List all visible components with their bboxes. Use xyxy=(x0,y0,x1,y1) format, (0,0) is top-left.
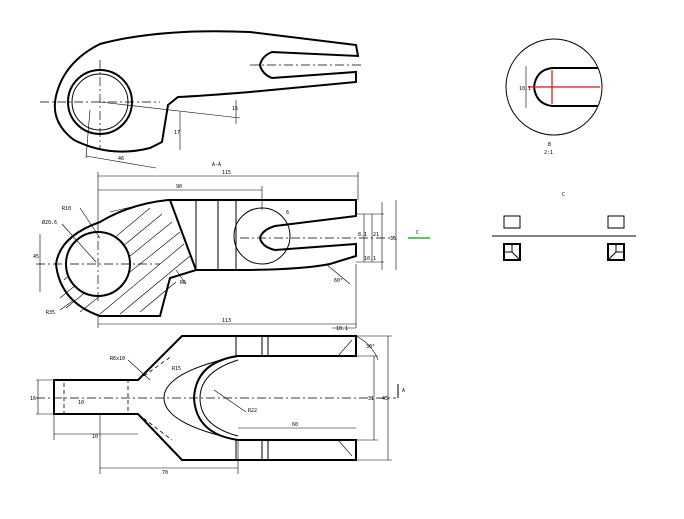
bottom-view-hidden-1 xyxy=(137,355,173,381)
detail-label: B xyxy=(548,142,551,148)
front-dim-phi: Ø20.6 xyxy=(42,219,57,226)
front-dim-small-b: 21 xyxy=(373,232,379,238)
front-dim-overall-label: 115 xyxy=(222,170,231,176)
front-view: 115 90 6 R10 Ø20.6 45 R6 R35 8.1 21 10.1… xyxy=(33,170,430,328)
front-dim-small-a: 8.1 xyxy=(358,232,367,238)
bottom-view-hidden-bore xyxy=(63,379,129,415)
bottom-dim-r15: R15 xyxy=(172,366,181,372)
bottom-dim-total-label: 70 xyxy=(162,470,168,476)
detail-dim-vert: 10.1 xyxy=(519,86,531,92)
front-dim-small-c: 10.1 xyxy=(364,256,376,262)
front-dim-60deg: 60° xyxy=(334,278,343,284)
front-leader-60 xyxy=(325,263,351,285)
front-leader-r6 xyxy=(175,269,187,285)
front-leader-r35 xyxy=(59,299,75,311)
bottom-dim-top-right-label: 10.1 xyxy=(336,326,348,332)
section-label: A-A xyxy=(212,162,221,168)
view-c-bl-d xyxy=(511,251,521,261)
top-view-outline xyxy=(53,30,360,153)
front-view-detail-circle xyxy=(233,207,291,265)
bottom-view-inner-arc xyxy=(199,359,239,437)
top-view-dim-line xyxy=(99,101,241,119)
bottom-dim-left2: 10 xyxy=(78,400,84,406)
top-view-dim-b: 46 xyxy=(118,156,124,162)
bottom-dim-angle-arc xyxy=(355,335,379,361)
bottom-view: 10.1 30° R6x10 R15 R22 16 10 10 60 70 31… xyxy=(30,326,405,476)
bottom-label-a: A xyxy=(402,388,405,394)
front-dim-top-label: 90 xyxy=(176,184,182,190)
top-view-dim-a: 17 xyxy=(174,130,180,136)
bottom-view-chamfer-2 xyxy=(337,439,353,457)
detail-scale: 2:1 xyxy=(544,150,553,156)
front-leader-r10 xyxy=(79,207,101,239)
bottom-dim-right2-label: 45 xyxy=(382,396,388,402)
bottom-dim-mid-left-label: 10 xyxy=(92,434,98,440)
top-view-dim-c: 16 xyxy=(232,106,238,112)
detail-circle xyxy=(505,38,603,136)
front-dim-r35: R35 xyxy=(46,310,55,316)
bottom-dim-mid-label: 60 xyxy=(292,422,298,428)
bottom-leader-r22 xyxy=(213,389,247,413)
front-dim-bottom-label: 113 xyxy=(222,318,231,324)
top-view: 17 46 16 xyxy=(40,30,362,169)
view-c-box-tr xyxy=(607,215,625,229)
top-view-dim-bottom xyxy=(85,155,157,169)
bottom-view-chamfer-1 xyxy=(337,339,353,357)
bottom-dim-left: 16 xyxy=(30,396,36,402)
front-view-section-edge xyxy=(169,199,197,271)
front-dim-right: 35 xyxy=(390,236,396,242)
front-dim-r6: R6 xyxy=(180,280,186,286)
detail-view: 10.1 B 2:1 xyxy=(505,38,603,156)
front-leader-phi xyxy=(61,223,97,263)
bottom-dim-right1-label: 31 xyxy=(368,396,374,402)
front-dim-6: 6 xyxy=(286,210,289,216)
bottom-view-hidden-2 xyxy=(137,413,173,441)
bottom-dim-r6: R6x10 xyxy=(110,356,125,362)
bottom-leader-r6 xyxy=(127,359,151,381)
bottom-dim-r22: R22 xyxy=(248,408,257,414)
front-label-c: C xyxy=(416,230,419,236)
front-view-outline xyxy=(54,199,357,317)
bottom-dim-angle: 30° xyxy=(366,344,375,350)
view-c-br-d xyxy=(607,251,617,261)
front-dim-phi-b: 45 xyxy=(33,254,39,260)
top-view-dim-ext2 xyxy=(85,109,91,159)
view-c-box-tl xyxy=(503,215,521,229)
view-c-title: C xyxy=(562,192,565,198)
front-dim-r10: R10 xyxy=(62,206,71,212)
view-c: C xyxy=(492,192,636,261)
